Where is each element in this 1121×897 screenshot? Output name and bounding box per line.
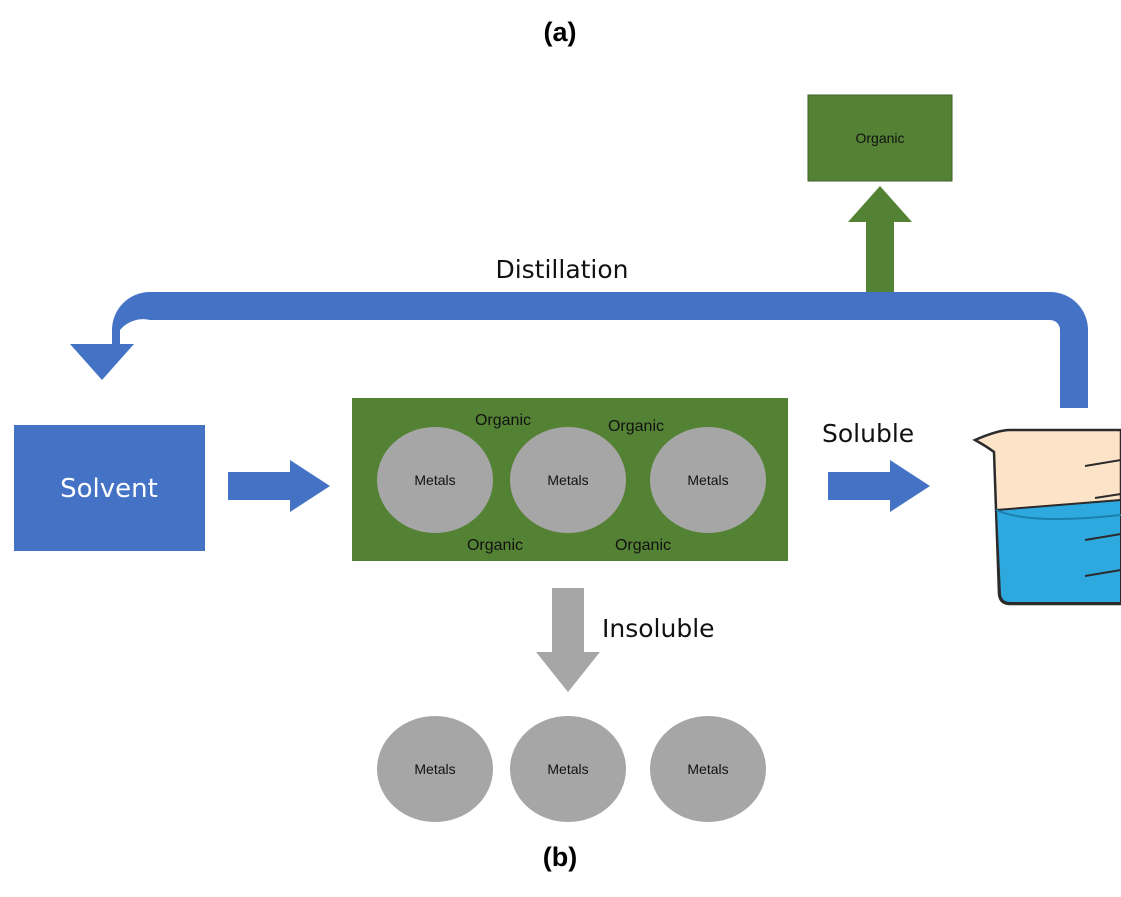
mixture-metal-particle bbox=[650, 427, 766, 533]
residue-metal-particle bbox=[650, 716, 766, 822]
organic-up-arrow bbox=[848, 186, 912, 292]
mixture-metal-particle bbox=[510, 427, 626, 533]
mixture-organic-label: Organic bbox=[475, 412, 531, 429]
beaker-icon bbox=[972, 428, 1121, 606]
residue-metal-particle bbox=[377, 716, 493, 822]
solvent-label: Solvent bbox=[60, 474, 158, 504]
panel-label-b: (b) bbox=[543, 842, 577, 872]
residue-metal-label: Metals bbox=[547, 761, 588, 777]
panel-label-a: (a) bbox=[544, 17, 577, 47]
mixture-organic-label: Organic bbox=[608, 418, 664, 435]
mixture-organic-label: Organic bbox=[615, 537, 671, 554]
mixture-metal-label: Metals bbox=[547, 472, 588, 488]
solvent-to-mixture-arrow bbox=[228, 460, 330, 512]
residue-metal-label: Metals bbox=[414, 761, 455, 777]
distillation-recycle-arrow bbox=[70, 292, 1088, 408]
residue-metal-label: Metals bbox=[687, 761, 728, 777]
residue-metal-particle bbox=[510, 716, 626, 822]
organic-product-label: Organic bbox=[855, 130, 904, 146]
mixture-metal-label: Metals bbox=[414, 472, 455, 488]
mixture-metal-label: Metals bbox=[687, 472, 728, 488]
solvent-box bbox=[14, 425, 205, 551]
insoluble-label: Insoluble bbox=[602, 614, 715, 643]
mixture-organic-label: Organic bbox=[467, 537, 523, 554]
soluble-arrow bbox=[828, 460, 930, 512]
mixture-metal-particle bbox=[377, 427, 493, 533]
soluble-label: Soluble bbox=[822, 419, 914, 448]
organic-product-box bbox=[807, 94, 953, 182]
insoluble-arrow bbox=[536, 588, 600, 692]
distillation-label: Distillation bbox=[495, 255, 628, 284]
